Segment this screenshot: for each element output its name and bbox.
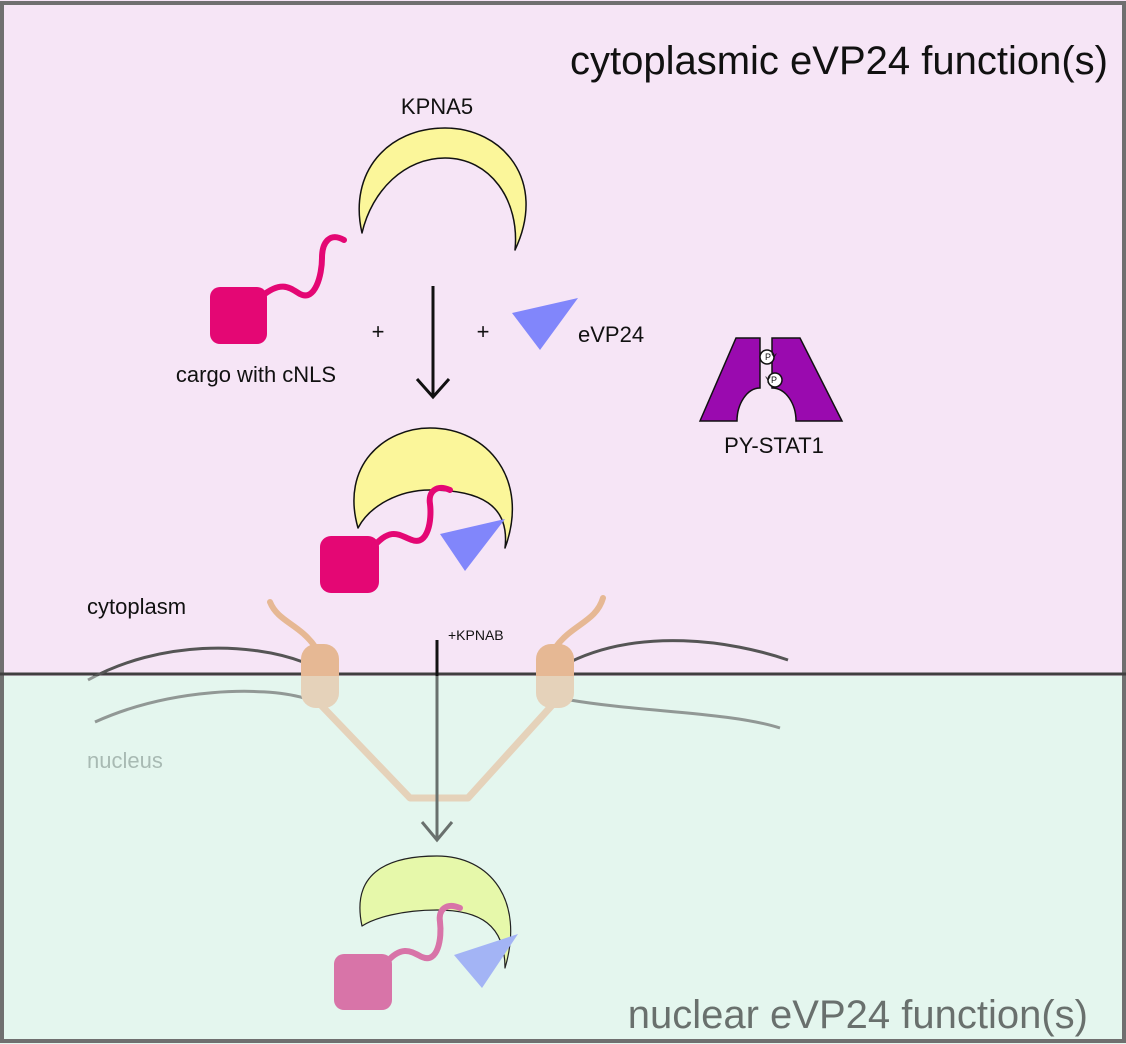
pore-filament-left [267, 599, 319, 651]
phosphotyrosine-top-mark: PY [765, 352, 777, 362]
complex-cargo-block [320, 536, 379, 593]
nucleus-region [0, 676, 1126, 1044]
evp24-label: eVP24 [578, 322, 644, 347]
cnls-tail [259, 234, 347, 299]
inner-nuclear-membrane-left [94, 689, 305, 724]
outer-nuclear-membrane-right [569, 639, 789, 664]
import-arrow-head [420, 821, 454, 843]
kpna5-label: KPNA5 [401, 94, 473, 119]
cytoplasm-region [0, 0, 1126, 676]
cytoplasm-label: cytoplasm [87, 594, 186, 619]
nuclear-importin-shape [359, 855, 512, 969]
nuclear-function-title: nuclear eVP24 function(s) [628, 993, 1088, 1037]
plus-sign-right: + [477, 319, 490, 344]
nucleus-label: nucleus [87, 748, 163, 773]
complex-evp24-triangle [440, 519, 505, 571]
inner-nuclear-membrane-right [569, 698, 781, 730]
plus-sign-left: + [372, 319, 385, 344]
py-stat1-label: PY-STAT1 [724, 433, 824, 458]
cargo-block [210, 287, 267, 344]
cargo-label: cargo with cNLS [176, 362, 336, 387]
nuclear-cargo-block [334, 954, 392, 1010]
kpnab-label: +KPNAB [448, 627, 504, 643]
phosphotyrosine-bottom-icon [767, 372, 783, 388]
nuclear-evp24-triangle [454, 934, 518, 988]
nucleus-wash [4, 676, 1122, 1039]
nuclear-basket [315, 699, 558, 802]
evp24-triangle [512, 298, 578, 350]
complex-cnls-tail [371, 484, 453, 549]
py-stat1-dimer: PY YP [698, 337, 844, 422]
outer-nuclear-membrane-left [87, 646, 304, 682]
phosphotyrosine-top-icon [759, 349, 775, 365]
kpna5-importin-shape [358, 127, 527, 251]
pore-complex-right [536, 644, 574, 708]
pore-filament-right [552, 595, 606, 651]
cytoplasmic-function-title: cytoplasmic eVP24 function(s) [570, 39, 1108, 83]
nuclear-cnls-tail [383, 902, 463, 966]
binding-arrow-head [415, 378, 451, 400]
pore-complex-left [301, 644, 339, 708]
stat1-right-monomer [771, 337, 844, 422]
phosphotyrosine-bottom-mark: YP [765, 375, 777, 385]
